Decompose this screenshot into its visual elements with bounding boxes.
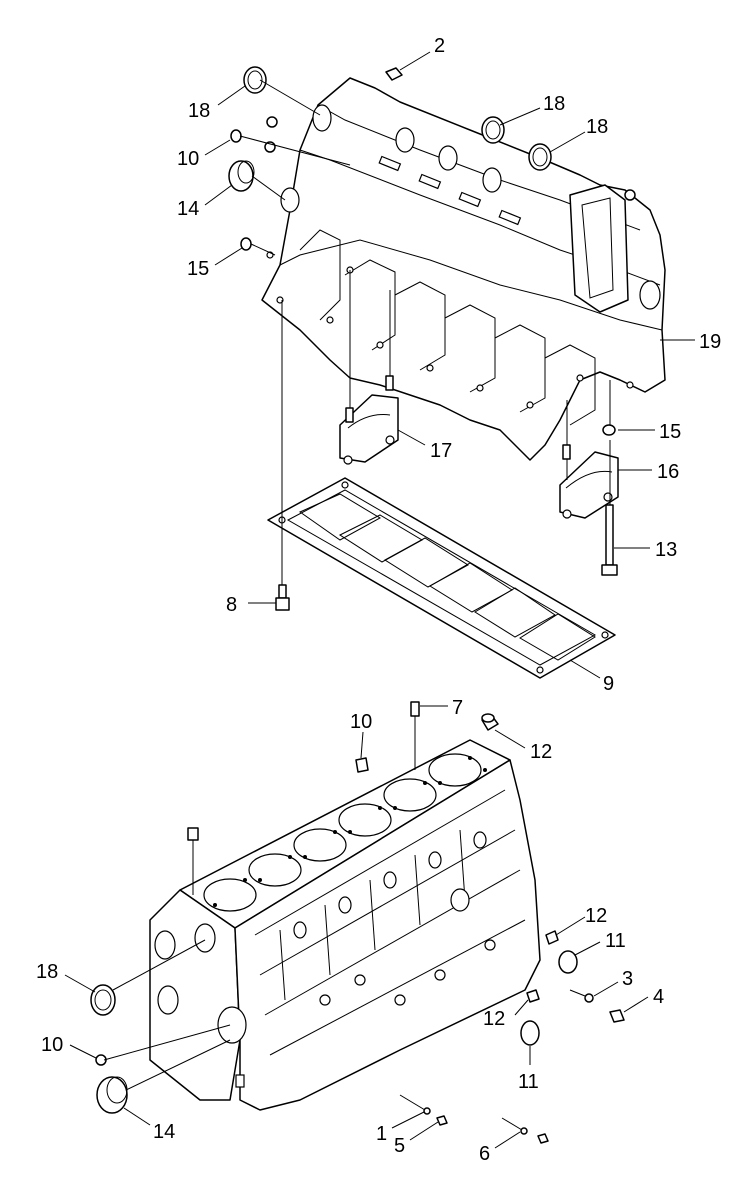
callout-10-upper: 10 — [177, 148, 199, 170]
callout-4: 4 — [653, 986, 664, 1008]
callout-16: 16 — [657, 461, 679, 483]
callout-labels: 2 18 18 18 10 14 15 19 15 17 16 13 8 9 7… — [36, 35, 721, 1165]
callout-7: 7 — [452, 697, 463, 719]
callout-9: 9 — [603, 673, 614, 695]
bolt-13 — [601, 380, 618, 576]
plug-11-right-upper — [558, 950, 578, 974]
plug-12-right-upper — [545, 930, 559, 945]
seal-ring-18-lower — [90, 984, 116, 1016]
plug-15-upper — [240, 237, 252, 251]
plug-12-right-lower — [526, 989, 540, 1003]
cylinder-bores — [203, 753, 482, 912]
callout-8: 8 — [226, 594, 237, 616]
bolt-8 — [275, 300, 290, 611]
callout-19: 19 — [699, 331, 721, 353]
callout-1: 1 — [376, 1123, 387, 1145]
callout-18-upper-right: 18 — [586, 116, 608, 138]
pin-6 — [501, 1117, 549, 1144]
callout-12-right-upper: 12 — [585, 905, 607, 927]
bearing-cap-16 — [559, 400, 619, 519]
callout-11-right-upper: 11 — [605, 930, 626, 952]
dowel-pin-7 — [410, 701, 420, 770]
pin-1 — [399, 1094, 431, 1115]
callout-11-right-lower: 11 — [518, 1071, 539, 1093]
leader-lines — [64, 51, 695, 1149]
plug-10-upper — [230, 129, 242, 143]
callout-12-right-lower: 12 — [483, 1008, 505, 1030]
plug-10-lower-top — [355, 757, 369, 773]
cylinder-block — [149, 739, 541, 1111]
plug-2 — [385, 67, 403, 81]
callout-17: 17 — [430, 440, 452, 462]
callout-12-top: 12 — [530, 741, 552, 763]
plug-5 — [436, 1115, 448, 1126]
callout-18-upper-mid: 18 — [543, 93, 565, 115]
seal-ring-18-left — [243, 66, 267, 94]
callout-6: 6 — [479, 1143, 490, 1165]
callout-14-upper: 14 — [177, 198, 199, 220]
callout-3: 3 — [622, 968, 633, 990]
plug-10-lower-left — [95, 1054, 107, 1066]
plug-11-right-lower — [520, 1020, 540, 1046]
callout-13: 13 — [655, 539, 677, 561]
oil-seal-14-upper — [228, 160, 255, 192]
callout-18-lower: 18 — [36, 961, 58, 983]
callout-15-right: 15 — [659, 421, 681, 443]
callout-2: 2 — [434, 35, 445, 57]
dowel-pin-left — [187, 827, 199, 895]
callout-5: 5 — [394, 1135, 405, 1157]
oil-pan-gasket-9 — [267, 477, 616, 679]
callout-14-lower: 14 — [153, 1121, 175, 1143]
callout-18-upper-left: 18 — [188, 100, 210, 122]
plug-4 — [609, 1009, 625, 1023]
plug-3 — [569, 989, 594, 1003]
callout-15-upper: 15 — [187, 258, 209, 280]
callout-10-lower-left: 10 — [41, 1034, 63, 1056]
plug-12-top — [481, 713, 499, 731]
oil-seal-14-lower — [96, 1076, 128, 1114]
callout-10-lower-top: 10 — [350, 711, 372, 733]
bearing-cap-17 — [339, 270, 399, 465]
seal-ring-18-mid — [481, 116, 505, 144]
seal-ring-18-right — [528, 143, 552, 171]
crankcase-bearing-frame — [261, 77, 666, 461]
